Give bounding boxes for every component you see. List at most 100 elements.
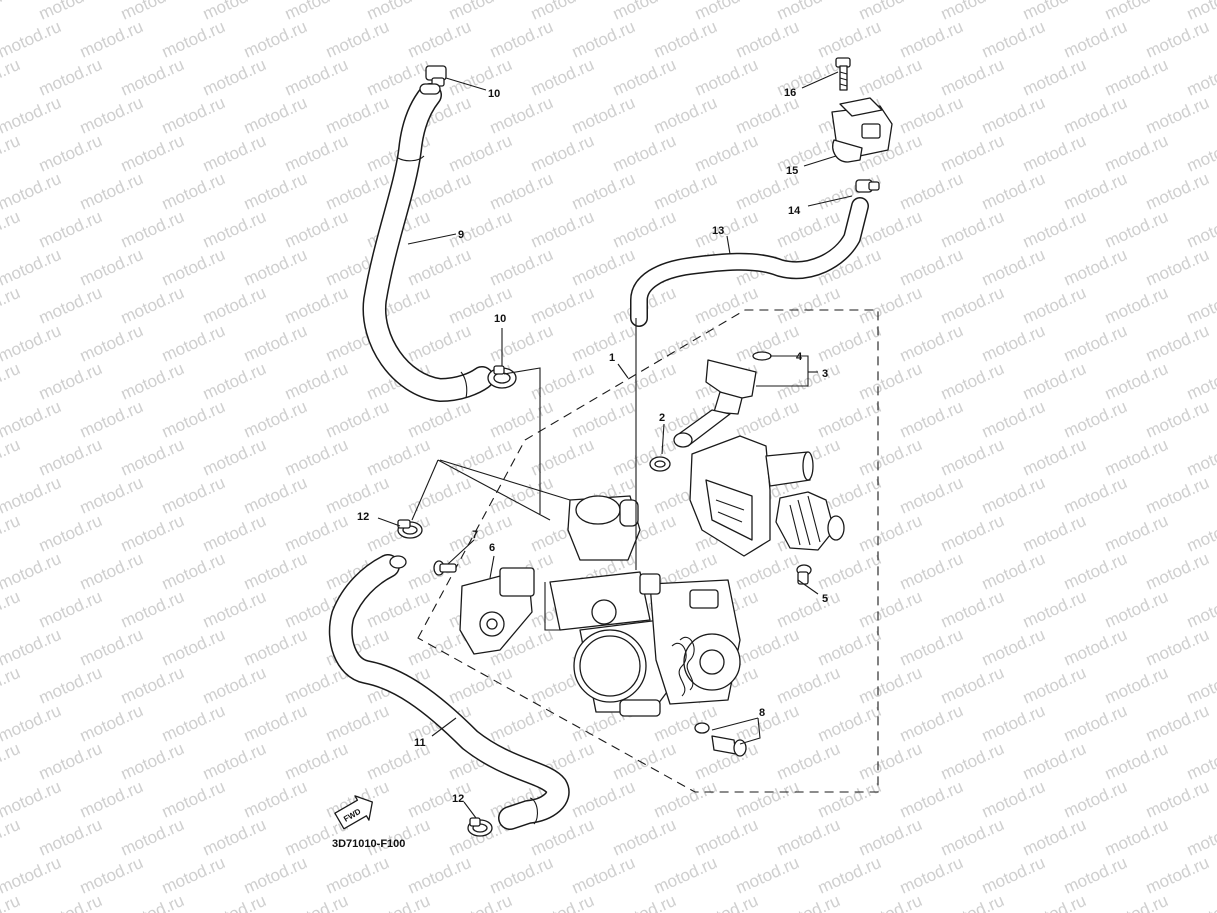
- watermark-text: motod.ru: [1143, 93, 1212, 138]
- watermark-text: motod.ru: [938, 0, 1007, 24]
- watermark-text: motod.ru: [241, 17, 310, 62]
- watermark-text: motod.ru: [979, 777, 1048, 822]
- watermark-text: motod.ru: [897, 17, 966, 62]
- watermark-text: motod.ru: [1061, 321, 1130, 366]
- clamp-10-top: [419, 65, 447, 95]
- watermark-text: motod.ru: [1143, 245, 1212, 290]
- watermark-text: motod.ru: [610, 891, 679, 913]
- watermark-text: motod.ru: [1061, 397, 1130, 442]
- watermark-text: motod.ru: [159, 93, 228, 138]
- watermark-text: motod.ru: [692, 283, 761, 328]
- watermark-text: motod.ru: [692, 0, 761, 24]
- watermark-text: motod.ru: [1102, 739, 1171, 784]
- watermark-text: motod.ru: [446, 55, 515, 100]
- watermark-text: motod.ru: [1061, 17, 1130, 62]
- watermark-text: motod.ru: [241, 549, 310, 594]
- watermark-text: motod.ru: [856, 587, 925, 632]
- watermark-text: motod.ru: [0, 587, 23, 632]
- watermark-text: motod.ru: [241, 93, 310, 138]
- watermark-text: motod.ru: [200, 283, 269, 328]
- callout-12-mid: 12: [357, 511, 369, 523]
- watermark-text: motod.ru: [36, 359, 105, 404]
- watermark-text: motod.ru: [774, 815, 843, 860]
- watermark-text: motod.ru: [815, 625, 884, 670]
- watermark-text: motod.ru: [77, 93, 146, 138]
- watermark-text: motod.ru: [1102, 815, 1171, 860]
- watermark-text: motod.ru: [36, 55, 105, 100]
- watermark-text: motod.ru: [200, 55, 269, 100]
- watermark-text: motod.ru: [323, 17, 392, 62]
- watermark-text: motod.ru: [282, 435, 351, 480]
- watermark-text: motod.ru: [610, 815, 679, 860]
- watermark-text: motod.ru: [200, 131, 269, 176]
- watermark-text: motod.ru: [1102, 283, 1171, 328]
- watermark-text: motod.ru: [733, 625, 802, 670]
- callout-13: 13: [712, 225, 724, 237]
- watermark-text: motod.ru: [0, 245, 64, 290]
- callout-9: 9: [458, 229, 464, 241]
- throttle-position-sensor-6: [459, 567, 535, 655]
- watermark-text: motod.ru: [897, 549, 966, 594]
- watermark-text: motod.ru: [1020, 0, 1089, 24]
- watermark-text: motod.ru: [979, 17, 1048, 62]
- watermark-text: motod.ru: [815, 321, 884, 366]
- throttle-body: [549, 495, 741, 717]
- watermark-text: motod.ru: [897, 473, 966, 518]
- watermark-text: motod.ru: [528, 207, 597, 252]
- callout-12-bottom: 12: [452, 793, 464, 805]
- watermark-text: motod.ru: [1020, 435, 1089, 480]
- watermark-text: motod.ru: [1102, 663, 1171, 708]
- watermark-text: motod.ru: [733, 777, 802, 822]
- watermark-text: motod.ru: [897, 777, 966, 822]
- watermark-text: motod.ru: [77, 473, 146, 518]
- watermark-text: motod.ru: [0, 739, 23, 784]
- watermark-text: motod.ru: [774, 587, 843, 632]
- watermark-text: motod.ru: [528, 55, 597, 100]
- watermark-text: motod.ru: [36, 891, 105, 913]
- watermark-text: motod.ru: [0, 511, 23, 556]
- watermark-text: motod.ru: [692, 815, 761, 860]
- leader-lines: [377, 71, 853, 819]
- watermark-text: motod.ru: [692, 891, 761, 913]
- watermark-text: motod.ru: [856, 283, 925, 328]
- watermark-text: motod.ru: [200, 359, 269, 404]
- watermark-text: motod.ru: [938, 55, 1007, 100]
- watermark-text: motod.ru: [815, 17, 884, 62]
- watermark-text: motod.ru: [487, 397, 556, 442]
- watermark-text: motod.ru: [938, 207, 1007, 252]
- watermark-text: motod.ru: [979, 701, 1048, 746]
- watermark-text: motod.ru: [1061, 93, 1130, 138]
- watermark-text: motod.ru: [856, 435, 925, 480]
- callout-2: 2: [659, 412, 665, 424]
- watermark-text: motod.ru: [0, 777, 64, 822]
- callout-5: 5: [822, 593, 828, 605]
- watermark-text: motod.ru: [1184, 131, 1217, 176]
- callouts: 1 2 3 4 5 6 7 8 9 10 10 11 12 12 13 14 1…: [357, 87, 828, 805]
- watermark-text: motod.ru: [1102, 207, 1171, 252]
- watermark-text: motod.ru: [0, 0, 23, 24]
- watermark-text: motod.ru: [0, 663, 23, 708]
- watermark-text: motod.ru: [118, 0, 187, 24]
- watermark-text: motod.ru: [241, 245, 310, 290]
- watermark-text: motod.ru: [0, 359, 23, 404]
- watermark-text: motod.ru: [159, 777, 228, 822]
- watermark-text: motod.ru: [159, 397, 228, 442]
- watermark-text: motod.ru: [0, 17, 64, 62]
- watermark-text: motod.ru: [0, 55, 23, 100]
- watermark-text: motod.ru: [897, 397, 966, 442]
- watermark-text: motod.ru: [815, 701, 884, 746]
- watermark-text: motod.ru: [938, 359, 1007, 404]
- watermark-text: motod.ru: [1102, 131, 1171, 176]
- sensor-15: [831, 97, 893, 163]
- callout-1: 1: [609, 352, 615, 364]
- watermark-text: motod.ru: [241, 853, 310, 898]
- watermark-text: motod.ru: [446, 0, 515, 24]
- watermark-text: motod.ru: [159, 321, 228, 366]
- watermark-text: motod.ru: [733, 701, 802, 746]
- watermark-text: motod.ru: [1061, 549, 1130, 594]
- watermark-text: motod.ru: [938, 815, 1007, 860]
- watermark-text: motod.ru: [0, 853, 64, 898]
- injector-3: [673, 359, 757, 448]
- watermark-text: motod.ru: [241, 701, 310, 746]
